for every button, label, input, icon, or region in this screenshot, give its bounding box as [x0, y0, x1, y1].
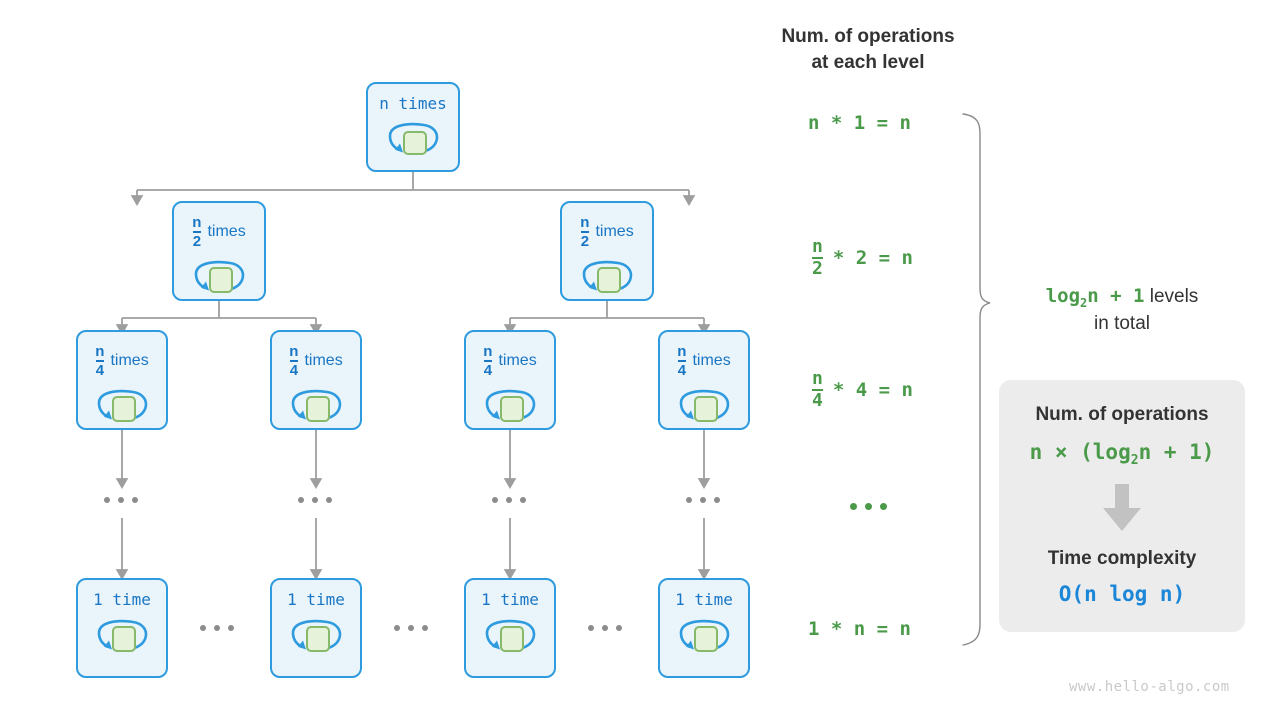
operations-row-3-rest: * 4 = n	[832, 379, 913, 401]
operations-row-5-text: 1 * n = n	[808, 618, 911, 640]
operations-row-2: n 2 * 2 = n	[812, 238, 913, 278]
self-loop-icon	[281, 382, 351, 426]
operation-square-icon	[500, 396, 524, 422]
tree-node-L4-4[interactable]: 1 time	[658, 578, 750, 678]
tree-node-L3-1[interactable]: n 4 times	[76, 330, 168, 430]
self-loop-icon	[572, 253, 642, 297]
fraction: n 2	[192, 214, 202, 250]
operations-column-title: Num. of operations at each level	[748, 24, 988, 75]
tree-node-L4-3[interactable]: 1 time	[464, 578, 556, 678]
horizontal-ellipsis-1	[200, 625, 234, 631]
vertical-ellipsis-1	[104, 497, 138, 503]
down-arrow-icon	[1099, 484, 1145, 532]
operation-square-icon	[403, 131, 427, 155]
node-label: n 4 times	[289, 343, 343, 379]
self-loop-icon	[87, 612, 157, 656]
horizontal-ellipsis-2	[394, 625, 428, 631]
vertical-ellipsis-3	[492, 497, 526, 503]
fraction: n 4	[483, 343, 493, 379]
summary-heading-complexity: Time complexity	[1047, 548, 1197, 570]
operation-square-icon	[306, 626, 330, 652]
operation-square-icon	[694, 396, 718, 422]
levels-brace	[962, 113, 991, 646]
self-loop-icon	[281, 612, 351, 656]
vertical-ellipsis-2	[298, 497, 332, 503]
operation-square-icon	[694, 626, 718, 652]
summary-expression-complexity: O(n log n)	[1058, 582, 1186, 607]
tree-node-L4-1[interactable]: 1 time	[76, 578, 168, 678]
fraction: n 4	[95, 343, 105, 379]
node-label: n 4 times	[483, 343, 537, 379]
fraction: n 4	[812, 368, 823, 411]
node-label: n 4 times	[95, 343, 149, 379]
fraction: n 2	[812, 236, 823, 279]
operation-square-icon	[209, 267, 233, 293]
vertical-ellipsis-4	[686, 497, 720, 503]
self-loop-icon	[184, 253, 254, 297]
tree-node-L4-2[interactable]: 1 time	[270, 578, 362, 678]
tree-node-L3-4[interactable]: n 4 times	[658, 330, 750, 430]
node-label: 1 time	[287, 590, 345, 609]
node-label: 1 time	[93, 590, 151, 609]
fraction: n 4	[677, 343, 687, 379]
self-loop-icon	[475, 612, 545, 656]
operation-square-icon	[597, 267, 621, 293]
node-label: n 2 times	[192, 214, 246, 250]
levels-expression: log2n + 1	[1045, 285, 1145, 310]
operations-title-line1: Num. of operations	[781, 26, 955, 47]
tree-node-L3-3[interactable]: n 4 times	[464, 330, 556, 430]
operations-row-3: n 4 * 4 = n	[812, 370, 913, 410]
node-label: n times	[379, 94, 447, 113]
self-loop-icon	[87, 382, 157, 426]
operation-square-icon	[112, 396, 136, 422]
operations-title-line2: at each level	[811, 51, 925, 73]
node-label: 1 time	[481, 590, 539, 609]
operation-square-icon	[112, 626, 136, 652]
operations-row-2-rest: * 2 = n	[832, 247, 913, 269]
levels-text-line2: in total	[1094, 312, 1150, 334]
self-loop-icon	[475, 382, 545, 426]
node-label: n 2 times	[580, 214, 634, 250]
operations-row-1-text: n * 1 = n	[808, 112, 911, 134]
node-label: 1 time	[675, 590, 733, 609]
watermark: www.hello-algo.com	[1069, 679, 1230, 695]
levels-total-label: log2n + 1 levels in total	[992, 284, 1252, 337]
horizontal-ellipsis-3	[588, 625, 622, 631]
operations-row-4-ellipsis	[850, 503, 887, 510]
operations-row-1: n * 1 = n	[808, 112, 911, 134]
tree-node-L1-1[interactable]: n times	[366, 82, 460, 172]
self-loop-icon	[669, 382, 739, 426]
self-loop-icon	[669, 612, 739, 656]
operation-square-icon	[306, 396, 330, 422]
fraction: n 4	[289, 343, 299, 379]
summary-heading-operations: Num. of operations	[1035, 404, 1209, 425]
summary-box: Num. of operations n × (log2n + 1) Time …	[999, 380, 1245, 632]
levels-text-after: levels	[1149, 286, 1199, 307]
operation-square-icon	[500, 626, 524, 652]
self-loop-icon	[378, 116, 448, 158]
summary-expression-operations: n × (log2n + 1)	[1029, 440, 1215, 469]
tree-node-L2-1[interactable]: n 2 times	[172, 201, 266, 301]
tree-node-L3-2[interactable]: n 4 times	[270, 330, 362, 430]
operations-row-5: 1 * n = n	[808, 618, 911, 640]
node-label: n 4 times	[677, 343, 731, 379]
fraction: n 2	[580, 214, 590, 250]
tree-node-L2-2[interactable]: n 2 times	[560, 201, 654, 301]
